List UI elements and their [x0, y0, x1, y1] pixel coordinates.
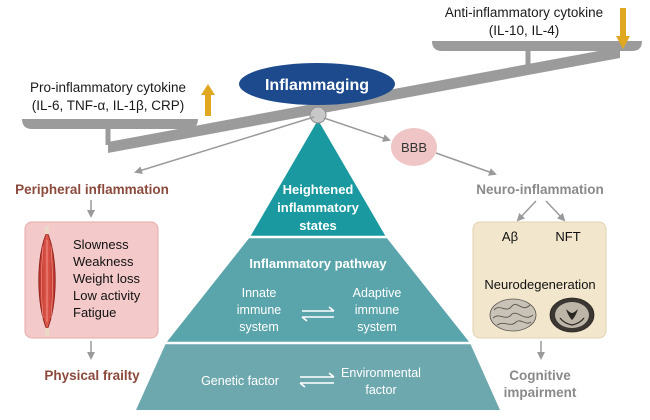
exchange-arrows-icon	[301, 306, 335, 322]
symptom-item: Fatigue	[73, 305, 116, 320]
symptoms-box	[24, 221, 159, 339]
physical-frailty-label: Physical frailty	[44, 368, 140, 383]
bbb-label: BBB	[401, 140, 427, 155]
pivot-icon	[309, 106, 327, 124]
neurodegeneration-label: Neurodegeneration	[484, 277, 595, 292]
anti-cytokine-list: (IL-10, IL-4)	[489, 23, 560, 38]
innate-label-2: immune	[237, 303, 282, 317]
symptom-item: Weakness	[73, 254, 134, 269]
down-arrow-icon	[616, 8, 630, 49]
brain-icon	[489, 298, 537, 332]
inflammaging-title: Inflammaging	[265, 77, 369, 94]
muscle-icon	[38, 226, 56, 336]
nft-label: NFT	[555, 229, 580, 244]
pyramid-middle	[166, 237, 470, 343]
inflammaging-badge	[239, 63, 395, 105]
environmental-label-1: Environmental	[341, 366, 421, 380]
cognitive-impairment-label-2: impairment	[504, 385, 577, 400]
arrow-to-nft	[545, 200, 566, 222]
peripheral-inflammation-title: Peripheral inflammation	[15, 182, 169, 197]
pro-cytokine-label: Pro-inflammatory cytokine	[30, 80, 186, 95]
left-pan	[22, 119, 198, 129]
adaptive-label-1: Adaptive	[353, 286, 402, 300]
arrow-to-neuro	[435, 152, 497, 176]
pro-cytokine-list: (IL-6, TNF-α, IL-1β, CRP)	[32, 98, 185, 113]
adaptive-label-3: system	[357, 320, 397, 334]
innate-label-1: Innate	[242, 286, 277, 300]
arrow-to-bbb	[323, 117, 391, 142]
genetic-factor-label: Genetic factor	[201, 374, 279, 388]
heightened-label-1: Heightened	[283, 182, 354, 197]
brain-section-icon	[549, 297, 595, 333]
anti-cytokine-label: Anti-inflammatory cytokine	[445, 5, 603, 20]
symptom-item: Slowness	[73, 237, 129, 252]
pyramid-top	[250, 120, 386, 237]
symptom-item: Low activity	[73, 288, 141, 303]
bbb-badge	[391, 128, 437, 166]
symptom-item: Weight loss	[73, 271, 140, 286]
heightened-label-2: inflammatory	[277, 200, 359, 215]
innate-label-3: system	[239, 320, 279, 334]
adaptive-label-2: immune	[355, 303, 400, 317]
inflammatory-pathway-title: Inflammatory pathway	[249, 256, 387, 271]
cognitive-impairment-label-1: Cognitive	[509, 368, 571, 383]
environmental-label-2: factor	[365, 383, 396, 397]
abeta-label: Aβ	[502, 229, 518, 244]
right-pan	[432, 41, 642, 51]
arrow-to-abeta	[516, 200, 537, 222]
arrow-to-peripheral	[134, 116, 315, 175]
exchange-arrows-icon	[299, 372, 335, 388]
balance-scale: Pro-inflammatory cytokine (IL-6, TNF-α, …	[22, 5, 642, 153]
up-arrow-icon	[201, 84, 215, 116]
pyramid: Heightened inflammatory states Inflammat…	[136, 120, 500, 410]
heightened-label-3: states	[299, 218, 337, 233]
neuro-inflammation-title: Neuro-inflammation	[476, 182, 604, 197]
